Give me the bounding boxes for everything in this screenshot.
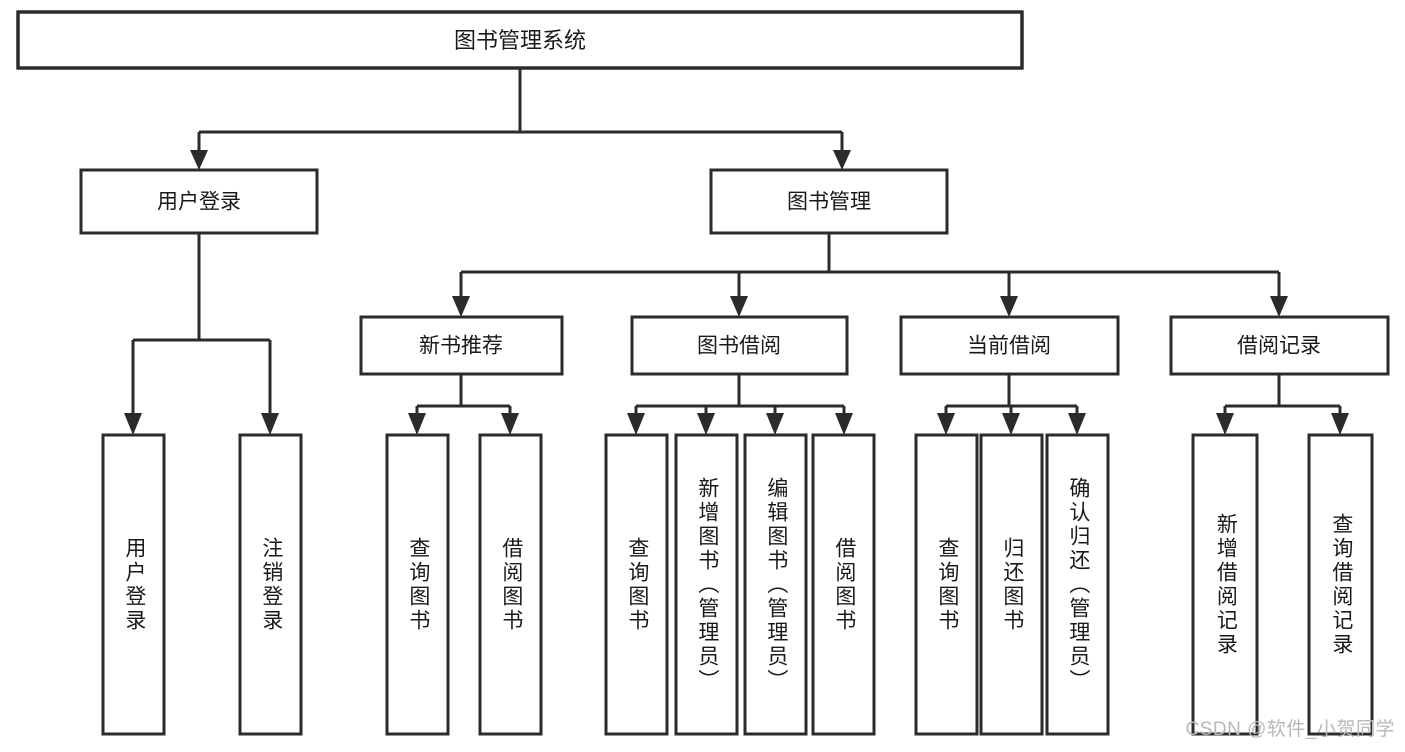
- node-leaf-confirm-return-box[interactable]: [1045, 433, 1110, 736]
- node-current-borrow-label: 当前借阅: [967, 335, 1051, 358]
- node-leaf-edit-book-box[interactable]: [743, 433, 808, 736]
- node-book-borrow[interactable]: 图书借阅: [630, 315, 849, 376]
- csdn-watermark: CSDN @软件_小贺同学: [1185, 719, 1395, 740]
- node-leaf-return-book-box[interactable]: [979, 433, 1044, 736]
- node-new-book-rec-label: 新书推荐: [419, 335, 503, 358]
- node-current-borrow-box[interactable]: [899, 315, 1120, 376]
- connector-user-login-to-leaves: [124, 233, 279, 435]
- node-leaf-logout-box[interactable]: [238, 433, 303, 736]
- node-leaf-add-record-box[interactable]: [1191, 433, 1259, 736]
- node-leaf-borrow-book-1-box[interactable]: [478, 433, 543, 736]
- node-root[interactable]: 图书管理系统: [16, 10, 1024, 70]
- connector-new-book-rec-to-leaves: [408, 374, 519, 435]
- connector-book-borrow-to-leaves: [627, 374, 853, 435]
- node-user-login[interactable]: 用户登录: [79, 168, 319, 235]
- node-leaf-borrow-book-2-box[interactable]: [811, 433, 876, 736]
- node-book-borrow-label: 图书借阅: [697, 335, 781, 358]
- node-borrow-record[interactable]: 借阅记录: [1169, 315, 1390, 376]
- node-leaf-query-book-2-box[interactable]: [604, 433, 669, 736]
- node-book-manage-label: 图书管理: [787, 191, 871, 214]
- node-current-borrow[interactable]: 当前借阅: [899, 315, 1120, 376]
- node-book-manage-box[interactable]: [709, 168, 949, 235]
- leaf-boxes: [101, 433, 1374, 736]
- node-user-login-box[interactable]: [79, 168, 319, 235]
- node-borrow-record-label: 借阅记录: [1237, 335, 1321, 358]
- node-root-box[interactable]: [16, 10, 1024, 70]
- node-leaf-query-book-3-box[interactable]: [914, 433, 979, 736]
- connector-book-manage-to-level3: [452, 233, 1288, 317]
- node-borrow-record-box[interactable]: [1169, 315, 1390, 376]
- node-leaf-query-record-box[interactable]: [1307, 433, 1374, 736]
- node-user-login-label: 用户登录: [157, 191, 241, 214]
- node-book-manage[interactable]: 图书管理: [709, 168, 949, 235]
- node-book-borrow-box[interactable]: [630, 315, 849, 376]
- node-new-book-rec[interactable]: 新书推荐: [359, 315, 564, 376]
- node-leaf-add-book-box[interactable]: [674, 433, 739, 736]
- node-root-label: 图书管理系统: [454, 28, 586, 53]
- node-new-book-rec-box[interactable]: [359, 315, 564, 376]
- connector-root-to-level2: [190, 68, 851, 170]
- connector-current-borrow-to-leaves: [937, 374, 1086, 435]
- connector-borrow-record-to-leaves: [1216, 374, 1349, 435]
- node-leaf-user-login-box[interactable]: [101, 433, 166, 736]
- node-leaf-query-book-1-box[interactable]: [385, 433, 450, 736]
